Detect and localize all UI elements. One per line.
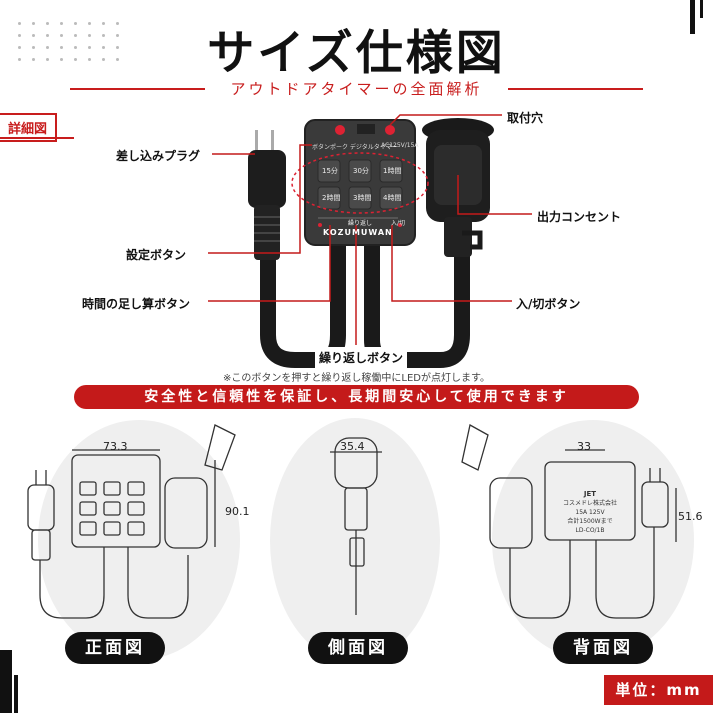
corner-bar-decoration	[700, 0, 703, 18]
dot	[88, 34, 91, 37]
front-view-drawing	[27, 424, 236, 619]
back-view-label: 背面図	[553, 632, 653, 664]
dot	[116, 34, 119, 37]
dot	[60, 22, 63, 25]
dot	[18, 58, 21, 61]
leader-mount	[389, 114, 502, 126]
dot	[46, 58, 49, 61]
subtitle-rule-right	[508, 88, 643, 90]
outlet-grip	[444, 217, 472, 257]
dot	[74, 46, 77, 49]
callout-mount-hole: 取付穴	[503, 107, 548, 128]
line-drawings	[27, 424, 677, 619]
plug-prong	[271, 130, 274, 152]
dot-grid-decoration	[18, 22, 138, 72]
dot	[46, 34, 49, 37]
corner-bar-decoration	[690, 0, 695, 34]
dot	[32, 34, 35, 37]
sticker-line: LD-CO/1B	[575, 527, 605, 534]
timer-button-label: 1時間	[383, 167, 402, 175]
timer-button-label: 15分	[322, 167, 338, 175]
callout-outlet: 出力コンセント	[533, 206, 626, 227]
repeat-button-label: 繰り返し	[348, 220, 373, 227]
back-width-dimension: 33	[577, 440, 591, 453]
dot	[32, 22, 35, 25]
dot	[60, 46, 63, 49]
dot	[116, 46, 119, 49]
back-height-dimension: 51.6	[678, 510, 703, 523]
product-diagram	[208, 114, 532, 368]
callout-time-add-button: 時間の足し算ボタン	[78, 293, 195, 314]
mount-hole-icon	[335, 125, 345, 135]
unit-label: 単位：mm	[604, 675, 713, 705]
dot	[102, 22, 105, 25]
dot	[116, 22, 119, 25]
dot	[102, 34, 105, 37]
dot	[18, 34, 21, 37]
dot	[88, 22, 91, 25]
subtitle-rule-left	[70, 88, 205, 90]
callout-power-button: 入/切ボタン	[512, 293, 585, 314]
side-depth-dimension: 35.4	[340, 440, 365, 453]
callout-plug: 差し込みプラグ	[112, 145, 205, 166]
sticker-line: 合計1500Wまで	[567, 518, 613, 525]
sticker-line: JET	[583, 490, 597, 498]
dot	[74, 22, 77, 25]
detail-label-underline	[0, 137, 74, 139]
panel-header: ボタンポーク デジタルタイマー	[312, 144, 398, 151]
page-subtitle: アウトドアタイマーの全面解析	[230, 80, 483, 98]
front-view-label: 正面図	[65, 632, 165, 664]
dot	[18, 22, 21, 25]
plug-prong	[255, 130, 258, 152]
corner-bar-decoration	[14, 675, 18, 713]
back-view-drawing	[461, 424, 677, 619]
leader-power	[391, 225, 512, 302]
page-title: サイズ仕様図	[207, 26, 506, 81]
callout-set-button: 設定ボタン	[122, 244, 191, 265]
front-height-dimension: 90.1	[225, 505, 250, 518]
dot	[74, 34, 77, 37]
leader-set	[208, 144, 312, 254]
leader-outlet	[457, 175, 532, 215]
corner-bar-decoration	[0, 650, 12, 713]
dot	[74, 58, 77, 61]
dot	[46, 46, 49, 49]
timer-button-label: 4時間	[383, 194, 402, 202]
button-highlight-ring	[291, 152, 429, 214]
sticker-line: コスメドレ株式会社	[562, 500, 617, 507]
dot	[88, 58, 91, 61]
brand-label: KOZUMUWAN	[323, 228, 393, 237]
dot	[32, 46, 35, 49]
side-view-label: 側面図	[308, 632, 408, 664]
callout-repeat-button: 繰り返しボタン	[315, 347, 408, 368]
timer-button-label: 2時間	[322, 194, 341, 202]
timer-button-label: 3時間	[353, 194, 372, 202]
plug-body	[248, 150, 286, 208]
side-view-drawing	[330, 437, 382, 615]
timer-button-label: 30分	[353, 167, 369, 175]
front-width-dimension: 73.3	[103, 440, 128, 453]
dot	[32, 58, 35, 61]
dot	[102, 46, 105, 49]
leader-time	[208, 225, 331, 302]
dot	[46, 22, 49, 25]
back-sticker: JET コスメドレ株式会社 15A 125V 合計1500Wまで LD-CO/1…	[550, 490, 630, 535]
safety-banner: 安全性と信頼性を保証し、長期間安心して使用できます	[74, 385, 639, 409]
dot	[60, 58, 63, 61]
panel-rating: AC125V/15A	[381, 142, 419, 149]
dot	[88, 46, 91, 49]
power-button-label: 入/切	[391, 220, 406, 227]
side-view-backdrop	[270, 418, 440, 663]
led-note: ※このボタンを押すと繰り返し稼働中にLEDが点灯します。	[223, 373, 490, 384]
dot	[60, 34, 63, 37]
sticker-line: 15A 125V	[575, 509, 605, 516]
dot	[102, 58, 105, 61]
dot	[116, 58, 119, 61]
dot	[18, 46, 21, 49]
right-cord	[364, 237, 470, 368]
left-cord	[260, 237, 346, 368]
mount-hole-icon	[385, 125, 395, 135]
